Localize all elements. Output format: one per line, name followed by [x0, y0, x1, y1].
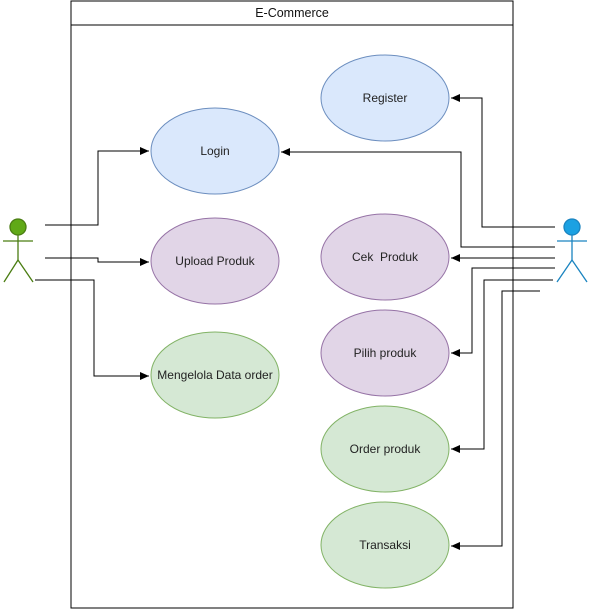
use-case-transaksi[interactable]: Transaksi: [320, 501, 450, 589]
use-case-pilih-produk-label: Pilih produk: [354, 346, 418, 360]
use-case-login-label: Login: [200, 144, 229, 158]
connector-right-pilih-produk: [451, 267, 555, 357]
connector-right-login: [281, 148, 555, 248]
use-case-transaksi-label: Transaksi: [359, 538, 411, 552]
use-case-upload-produk-label: Upload Produk: [175, 254, 255, 268]
connector-right-transaksi: [451, 290, 540, 550]
use-case-login[interactable]: Login: [150, 107, 280, 195]
use-case-cek-produk-label: Cek Produk: [352, 250, 419, 264]
use-case-order-produk[interactable]: Order produk: [320, 405, 450, 493]
use-case-register[interactable]: Register: [320, 54, 450, 142]
connector-left-mengelola-data-order: [35, 279, 149, 380]
actor-left[interactable]: [3, 218, 34, 283]
use-case-mengelola-data-order-label: Mengelola Data order: [157, 368, 272, 382]
actor-left-head: [9, 218, 27, 236]
use-case-register-label: Register: [363, 91, 408, 105]
connector-left-upload-produk: [45, 257, 149, 266]
connector-right-register: [451, 94, 555, 228]
use-case-order-produk-label: Order produk: [350, 442, 422, 456]
actor-right-head: [563, 218, 581, 236]
connector-right-order-produk: [451, 279, 553, 453]
actor-right[interactable]: [556, 218, 588, 283]
use-case-upload-produk[interactable]: Upload Produk: [150, 217, 280, 305]
system-title: E-Commerce: [255, 6, 329, 20]
use-case-cek-produk[interactable]: Cek Produk: [320, 213, 450, 301]
use-case-mengelola-data-order[interactable]: Mengelola Data order: [150, 331, 280, 419]
connector-left-login: [45, 147, 149, 226]
use-case-pilih-produk[interactable]: Pilih produk: [320, 309, 450, 397]
